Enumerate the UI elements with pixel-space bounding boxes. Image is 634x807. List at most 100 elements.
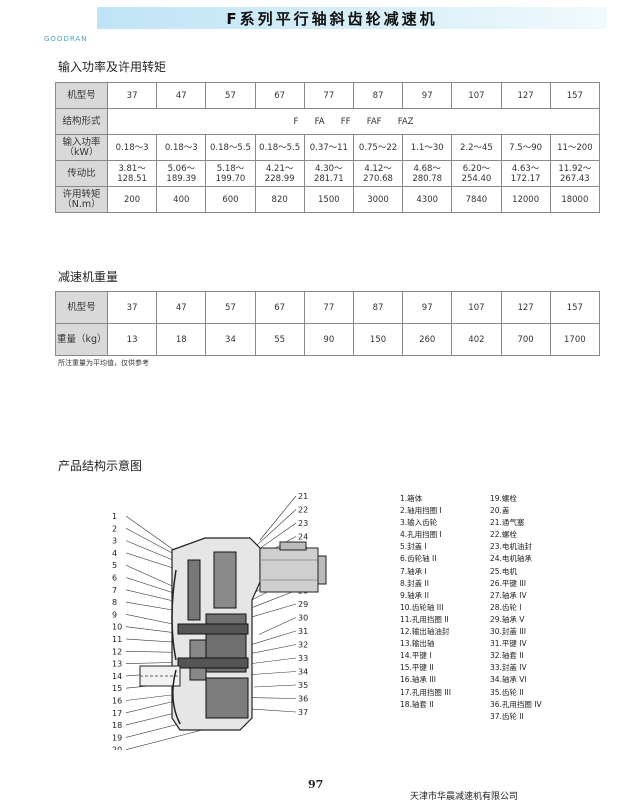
callout-number: 21 xyxy=(298,492,308,501)
power-table-cell: 0.18～5.5 xyxy=(254,134,305,161)
callout-number: 12 xyxy=(112,647,122,656)
power-table-cell: 67 xyxy=(254,82,305,109)
part-item: 6.齿轮轴 II xyxy=(400,554,437,564)
power-table-cell: 47 xyxy=(156,82,207,109)
callout-number: 18 xyxy=(112,721,122,730)
callout-number: 13 xyxy=(112,660,122,669)
weight-table-cell: 150 xyxy=(352,323,404,356)
page-title: F系列平行轴斜齿轮减速机 xyxy=(226,10,438,28)
power-table-cell: 77 xyxy=(303,82,354,109)
callout-number: 31 xyxy=(298,627,308,636)
callout-number: 15 xyxy=(112,684,122,693)
power-table-row-label: 传动比 xyxy=(55,160,108,187)
callout-number: 2 xyxy=(112,524,117,533)
weight-table-cell: 37 xyxy=(106,291,158,324)
weight-table-cell: 55 xyxy=(254,323,305,356)
part-item: 37.齿轮 II xyxy=(490,711,524,721)
callout-number: 37 xyxy=(298,708,308,717)
logo: GOODRAN xyxy=(44,35,88,43)
power-table-cell: 200 xyxy=(106,186,158,213)
power-table-cell: 0.18～5.5 xyxy=(205,134,256,161)
part-item: 15.平键 II xyxy=(400,663,434,673)
callout-number: 8 xyxy=(112,598,117,607)
power-table-cell: 11～200 xyxy=(549,134,601,161)
callout-number: 10 xyxy=(112,623,122,632)
power-table-cell: 127 xyxy=(500,82,551,109)
power-table-cell: 5.06～189.39 xyxy=(156,160,207,187)
weight-table-cell: 1700 xyxy=(549,323,601,356)
part-item: 12.输出轴油封 xyxy=(400,627,450,637)
callout-number: 34 xyxy=(298,668,308,677)
title-banner: F系列平行轴斜齿轮减速机 xyxy=(97,7,607,29)
part-item: 8.封盖 II xyxy=(400,578,429,588)
power-table-cell: 820 xyxy=(254,186,305,213)
callout-number: 7 xyxy=(112,586,117,595)
power-table-cell: 0.18～3 xyxy=(106,134,158,161)
part-item: 30.封盖 III xyxy=(490,627,526,637)
part-item: 26.平键 III xyxy=(490,578,526,588)
part-item: 20.盖 xyxy=(490,506,510,516)
part-item: 14.平键 I xyxy=(400,651,432,661)
power-table-cell: 7840 xyxy=(451,186,502,213)
weight-table-cell: 260 xyxy=(402,323,453,356)
part-item: 10.齿轮轴 III xyxy=(400,602,444,612)
power-table-cell: 0.18～3 xyxy=(156,134,207,161)
part-item: 25.电机 xyxy=(490,566,517,576)
power-table-cell: 4.12～270.68 xyxy=(352,160,404,187)
power-table-row-label: 许用转矩（N.m） xyxy=(55,186,108,213)
part-item: 28.齿轮 I xyxy=(490,602,522,612)
part-item: 13.输出轴 xyxy=(400,639,435,649)
callout-number: 22 xyxy=(298,506,308,515)
callout-number: 32 xyxy=(298,641,308,650)
callout-number: 17 xyxy=(112,709,122,718)
callout-number: 1 xyxy=(112,512,117,521)
part-item: 31.平键 IV xyxy=(490,639,527,649)
part-item: 32.轴套 II xyxy=(490,651,524,661)
power-table-cell: 3.81～128.51 xyxy=(106,160,158,187)
weight-table-cell: 34 xyxy=(205,323,256,356)
power-table-span-cell: F FA FF FAF FAZ xyxy=(107,108,600,135)
weight-table-cell: 402 xyxy=(451,323,502,356)
part-item: 16.轴承 III xyxy=(400,675,436,685)
weight-table-cell: 77 xyxy=(303,291,354,324)
power-table-cell: 5.18～199.70 xyxy=(205,160,256,187)
part-item: 23.电机油封 xyxy=(490,542,532,552)
power-table-cell: 18000 xyxy=(549,186,601,213)
part-item: 11.孔用挡圈 II xyxy=(400,614,449,624)
weight-table-cell: 107 xyxy=(451,291,502,324)
part-item: 29.轴承 V xyxy=(490,614,525,624)
power-table-cell: 1.1～30 xyxy=(402,134,453,161)
callout-number: 35 xyxy=(298,681,308,690)
weight-table-cell: 18 xyxy=(156,323,207,356)
part-item: 36.孔用挡圈 IV xyxy=(490,699,542,709)
power-table-cell: 4.68～280.78 xyxy=(402,160,453,187)
power-table-cell: 107 xyxy=(451,82,502,109)
company-name: 天津市华晨减速机有限公司 xyxy=(410,792,519,802)
part-item: 4.孔用挡圈 I xyxy=(400,530,442,540)
power-table-cell: 0.75～22 xyxy=(352,134,404,161)
power-table-cell: 37 xyxy=(106,82,158,109)
callout-number: 14 xyxy=(112,672,122,681)
weight-table-row-label: 重量（kg） xyxy=(55,323,108,356)
power-table-cell: 4300 xyxy=(402,186,453,213)
part-item: 7.轴承 I xyxy=(400,566,427,576)
power-table-cell: 4.30～281.71 xyxy=(303,160,354,187)
power-table-cell: 2.2～45 xyxy=(451,134,502,161)
part-item: 19.螺栓 xyxy=(490,494,517,503)
power-table-cell: 4.21～228.99 xyxy=(254,160,305,187)
weight-table-cell: 57 xyxy=(205,291,256,324)
output-shaft-shape xyxy=(139,665,181,687)
power-table-cell: 157 xyxy=(549,82,601,109)
power-table-cell: 4.63～172.17 xyxy=(500,160,551,187)
callout-number: 5 xyxy=(112,561,117,570)
callout-number: 3 xyxy=(112,537,117,546)
power-table-cell: 6.20～254.40 xyxy=(451,160,502,187)
part-item: 17.孔用挡圈 III xyxy=(400,687,451,697)
